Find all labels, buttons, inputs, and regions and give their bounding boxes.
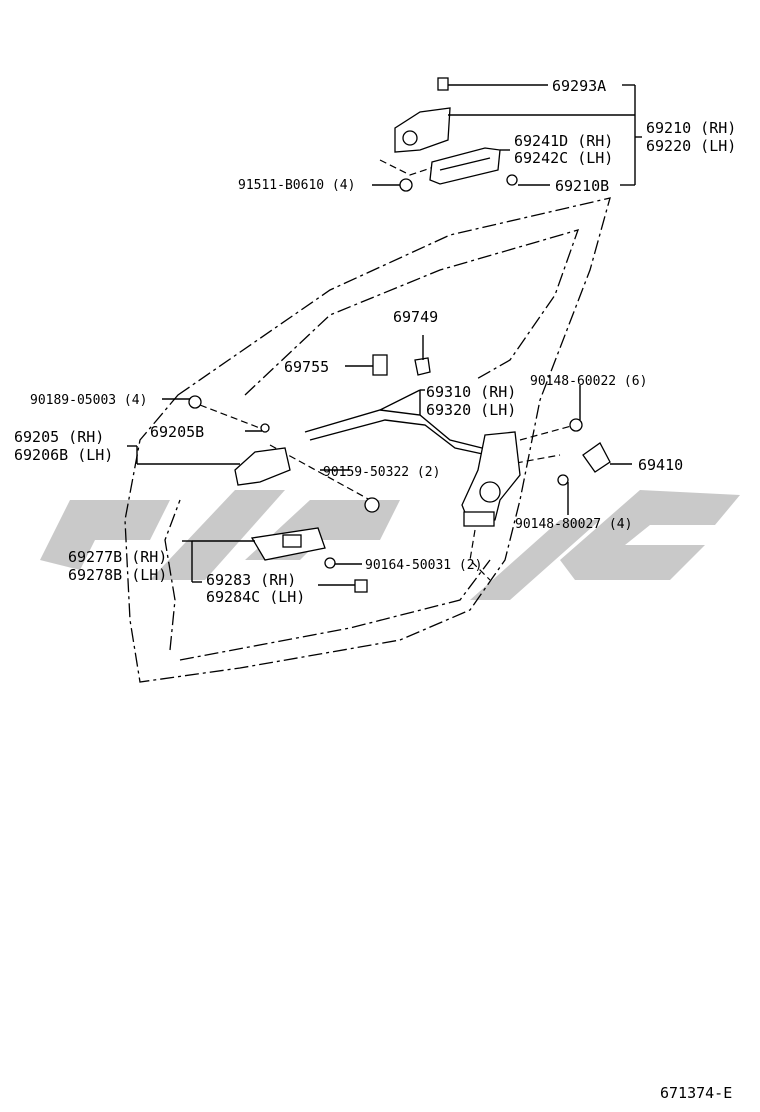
label-69242C: 69242C (LH) — [514, 149, 613, 167]
label-90189: 90189-05003 (4) — [30, 393, 147, 408]
label-69293A: 69293A — [552, 77, 606, 95]
screw-91511 — [399, 178, 413, 192]
label-69410: 69410 — [638, 456, 683, 474]
label-90148-60022: 90148-60022 (6) — [530, 374, 647, 389]
guide-lines — [199, 159, 576, 581]
label-69755: 69755 — [284, 358, 329, 376]
label-90148-80027: 90148-80027 (4) — [515, 517, 632, 532]
label-69310: 69310 (RH) — [426, 383, 516, 401]
striker-69410 — [582, 442, 611, 473]
clip-69749 — [414, 357, 431, 376]
parts — [188, 77, 611, 593]
label-69277B: 69277B (RH) — [68, 548, 167, 566]
label-69220: 69220 (LH) — [646, 137, 736, 155]
label-91511: 91511-B0610 (4) — [238, 178, 355, 193]
diagram-code: 671374-E — [660, 1084, 732, 1102]
label-69210: 69210 (RH) — [646, 119, 736, 137]
screw-69210B — [506, 174, 518, 186]
inside-handle-part — [234, 447, 291, 486]
screw-90159 — [364, 497, 380, 513]
door-frame — [124, 197, 611, 683]
label-69284C: 69284C (LH) — [206, 588, 305, 606]
label-69283: 69283 (RH) — [206, 571, 296, 589]
screw-90148-80027 — [557, 474, 569, 486]
label-69205: 69205 (RH) — [14, 428, 104, 446]
label-90159: 90159-50322 (2) — [323, 465, 440, 480]
gasket-part — [429, 147, 501, 185]
leader-lines — [127, 84, 642, 586]
clip-69293A — [437, 77, 449, 91]
label-69749: 69749 — [393, 308, 438, 326]
label-69241D: 69241D (RH) — [514, 132, 613, 150]
label-69210B: 69210B — [555, 177, 609, 195]
outside-handle-part — [394, 107, 451, 153]
label-69205B: 69205B — [150, 423, 204, 441]
label-69206B: 69206B (LH) — [14, 446, 113, 464]
labels: 69293A 69210 (RH) 69220 (LH) 69241D (RH)… — [14, 77, 736, 606]
label-90164: 90164-50031 (2) — [365, 558, 482, 573]
cover-69283 — [354, 579, 368, 593]
screw-90148-60022 — [569, 418, 583, 432]
label-69320: 69320 (LH) — [426, 401, 516, 419]
clip-69755 — [372, 354, 388, 376]
door-lock-assembly — [461, 431, 521, 526]
label-69278B: 69278B (LH) — [68, 566, 167, 584]
nut-90189 — [188, 395, 202, 409]
screw-90164 — [324, 557, 336, 569]
